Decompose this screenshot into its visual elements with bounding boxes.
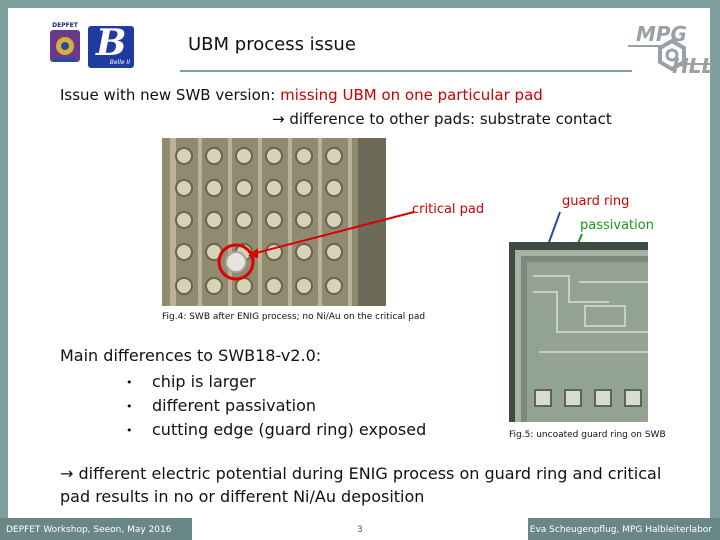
hexagon-bolt-icon xyxy=(628,38,714,72)
intro-prefix: Issue with new SWB version: xyxy=(60,86,281,104)
list-item: • chip is larger xyxy=(126,370,426,394)
list-item: • different passivation xyxy=(126,394,426,418)
critical-pad-label: critical pad xyxy=(412,202,485,217)
fig5-micrograph xyxy=(509,242,648,422)
list-item: • cutting edge (guard ring) exposed xyxy=(126,418,426,442)
depfet-logo-text: DEPFET xyxy=(52,22,78,29)
footer-event: DEPFET Workshop, Seeon, May 2016 xyxy=(6,525,172,535)
bullet-dot: • xyxy=(126,424,133,437)
mpg-logo-text: MPG xyxy=(636,22,687,46)
fig5-caption: Fig.5: uncoated guard ring on SWB xyxy=(509,430,666,440)
footer-author: Eva Scheugenpflug, MPG Halbleiterlabor xyxy=(529,525,712,535)
page-number: 3 xyxy=(357,525,363,535)
mpg-hll-logo: MPG HLL xyxy=(628,20,714,82)
depfet-emblem-icon xyxy=(50,30,80,62)
differences-heading: Main differences to SWB18-v2.0: xyxy=(60,346,322,365)
depfet-logo: DEPFET xyxy=(46,22,84,68)
footer-left-bar xyxy=(0,518,192,540)
chip-corner-image xyxy=(509,242,648,422)
fig4-caption: Fig.4: SWB after ENIG process; no Ni/Au … xyxy=(162,312,426,322)
slide-title: UBM process issue xyxy=(188,34,356,55)
conclusion-text: → different electric potential during EN… xyxy=(60,464,662,506)
differences-list: • chip is larger • different passivation •… xyxy=(126,370,426,442)
bullet-dot: • xyxy=(126,400,133,413)
title-underline xyxy=(180,70,632,72)
belle2-logo-letter: B xyxy=(96,22,127,64)
hll-logo-text: HLL xyxy=(672,54,715,78)
passivation-label: passivation xyxy=(580,218,654,233)
pad-array-image xyxy=(162,138,386,306)
footer: DEPFET Workshop, Seeon, May 2016 3 Eva S… xyxy=(0,522,720,540)
intro-highlight: missing UBM on one particular pad xyxy=(280,86,543,104)
bullet-text: different passivation xyxy=(152,396,317,415)
footer-center-bar xyxy=(192,518,528,540)
intro-line-1: Issue with new SWB version: missing UBM … xyxy=(60,86,543,104)
footer-right-bar xyxy=(528,518,720,540)
bullet-dot: • xyxy=(126,376,133,389)
bullet-text: chip is larger xyxy=(152,372,256,391)
intro-line-2: → difference to other pads: substrate co… xyxy=(272,110,612,128)
bullet-text: cutting edge (guard ring) exposed xyxy=(152,420,427,439)
belle2-logo: B Belle II xyxy=(88,22,134,68)
fig4-micrograph xyxy=(162,138,386,306)
guard-ring-label: guard ring xyxy=(562,194,630,209)
belle2-logo-text: Belle II xyxy=(109,59,130,66)
